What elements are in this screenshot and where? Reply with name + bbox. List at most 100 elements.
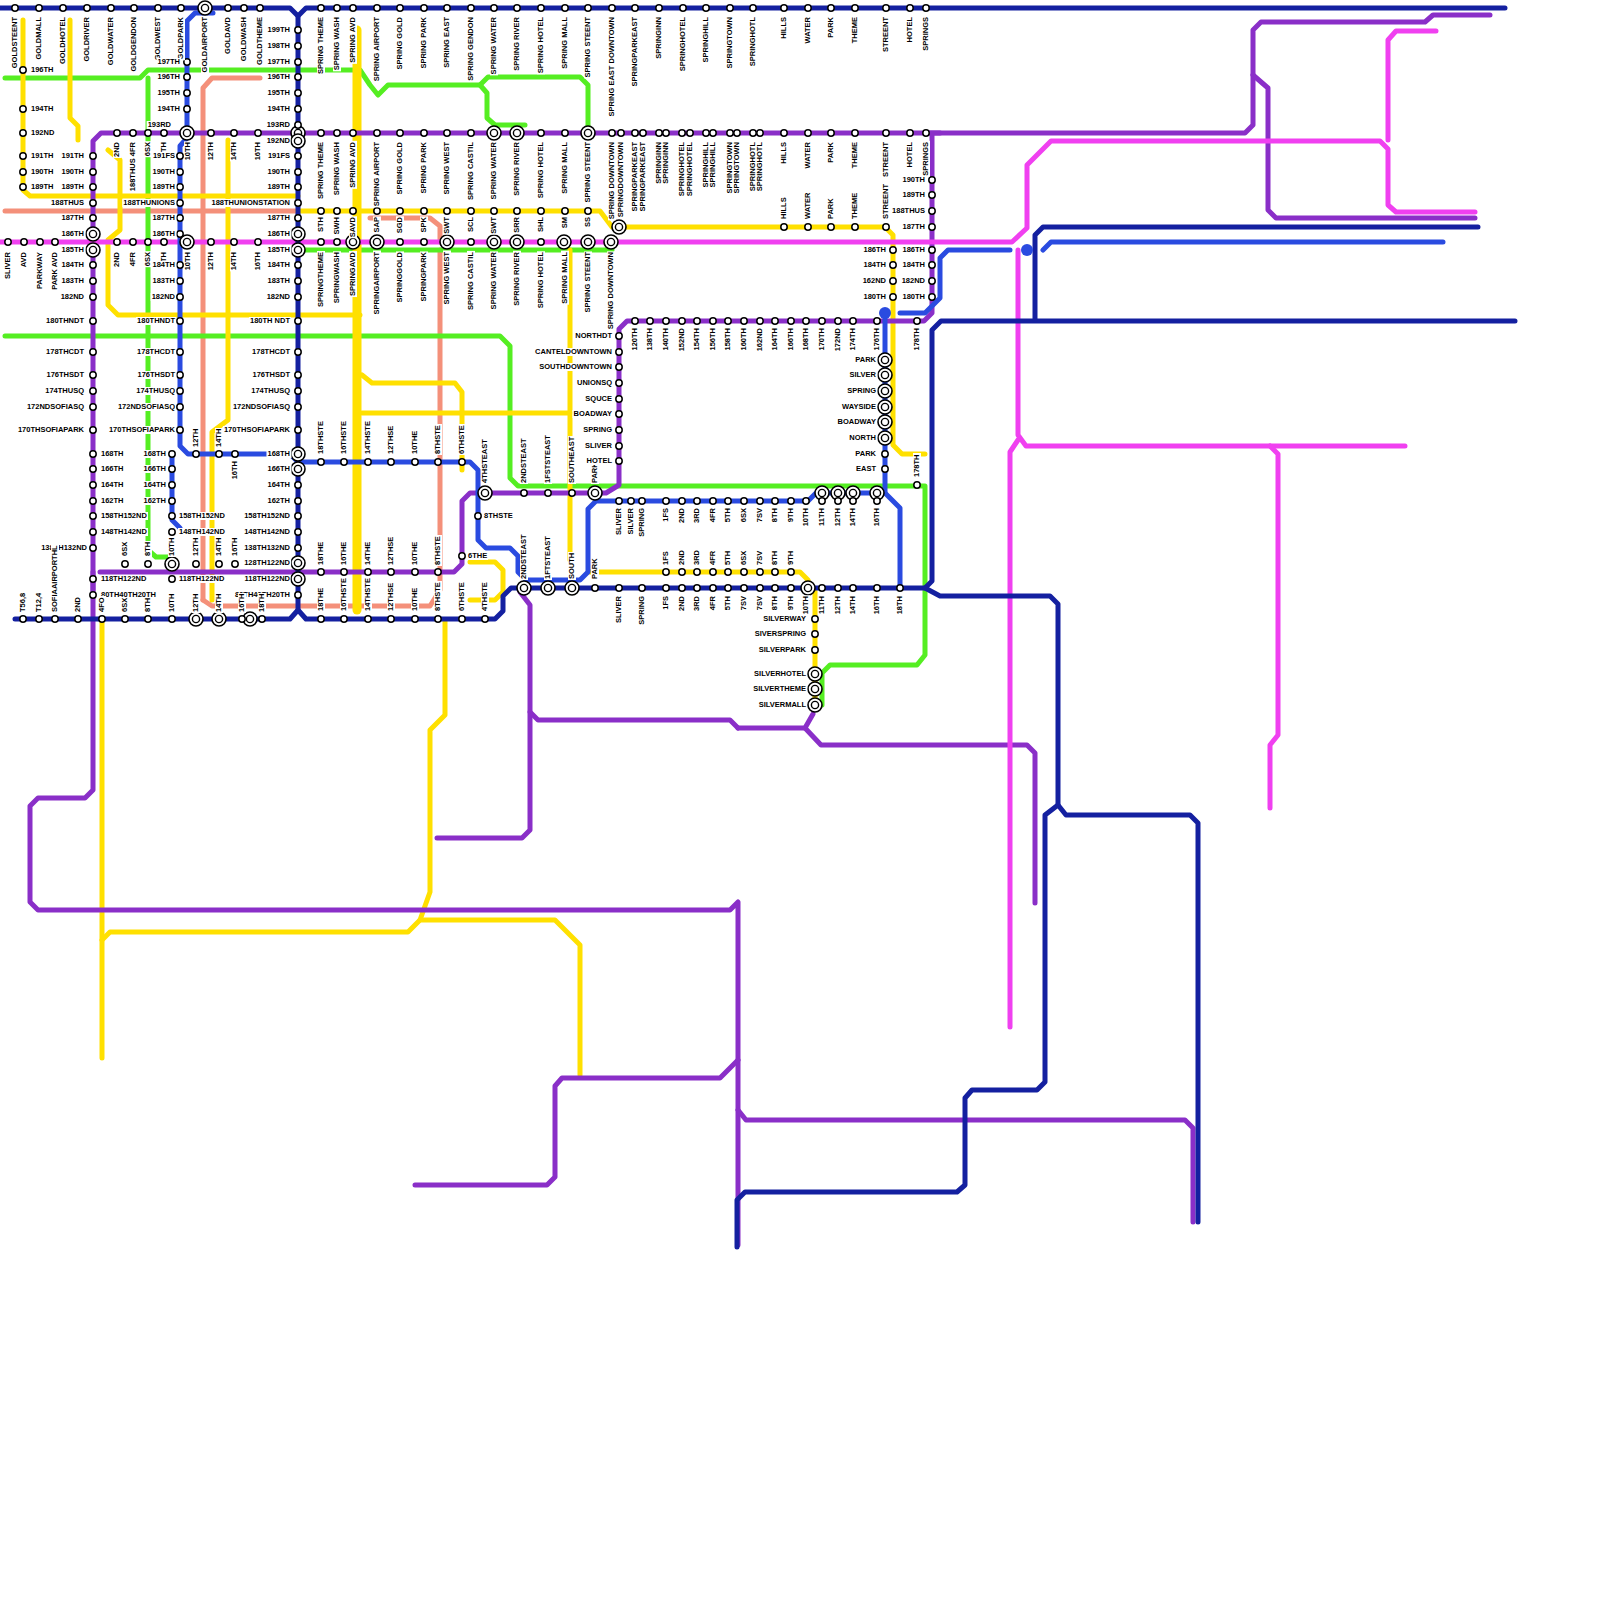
station-dot (90, 372, 96, 378)
station-dot (616, 333, 622, 339)
station-label: SPRING HOTEL (537, 16, 545, 74)
station-dot (90, 184, 96, 190)
station-label: 164TH (100, 481, 125, 489)
station-label: 158TH152ND (100, 512, 148, 520)
station-dot (36, 616, 42, 622)
station-label: SWT (490, 216, 498, 235)
station-label: 186TH (151, 230, 176, 238)
station-dot (318, 130, 324, 136)
station-label: 14TH (215, 428, 223, 448)
station-label: 12TH (207, 251, 215, 271)
station-dot (177, 404, 183, 410)
station-dot (538, 239, 544, 245)
station-label: CANTELDOWNTOWN (534, 348, 613, 356)
station-dot (177, 349, 183, 355)
station-label: 174TH (849, 327, 857, 352)
station-dot (757, 569, 763, 575)
station-label: 7SV (740, 595, 748, 611)
station-dot (231, 130, 237, 136)
station-dot (757, 318, 763, 324)
station-label: SPRINGS (922, 141, 930, 177)
station-label: 154TH (693, 327, 701, 352)
interchange-marker (291, 227, 305, 241)
station-label: SILVERMALL (758, 701, 807, 709)
station-label: SPRING THEME (317, 16, 325, 75)
station-label: SPRING EAST DOWNTOWN (608, 16, 616, 117)
station-dot (37, 239, 43, 245)
station-label: 199TH (266, 26, 291, 34)
station-dot (874, 585, 880, 591)
station-label: 156TH (709, 327, 717, 352)
station-label: 8THSTE (434, 424, 442, 455)
station-dot (131, 5, 137, 11)
interchange-marker (189, 612, 203, 626)
station-dot (562, 208, 568, 214)
station-label: HILLS (780, 196, 788, 220)
interchange-marker (541, 581, 555, 595)
station-label: 5TH (724, 507, 732, 523)
station-label: 166TH (266, 465, 291, 473)
station-dot (741, 498, 747, 504)
station-dot (710, 569, 716, 575)
station-label: 178THCDT (45, 348, 85, 356)
station-dot (90, 200, 96, 206)
station-dot (538, 5, 544, 11)
station-label: GOLDAVD (224, 16, 232, 55)
transit-line (415, 1060, 738, 1185)
station-label: 164TH (142, 481, 167, 489)
station-label: 184TH (901, 261, 926, 269)
station-dot (208, 130, 214, 136)
yellow-line-group (23, 20, 925, 1075)
station-label: 184TH (862, 261, 887, 269)
station-dot (628, 498, 634, 504)
transit-line (203, 250, 440, 606)
junction-dot (1021, 244, 1033, 256)
station-dot (177, 388, 183, 394)
station-label: 191TH (30, 152, 55, 160)
station-label: 2ND (113, 251, 121, 268)
station-label: SPRING RIVER (513, 16, 521, 72)
station-label: 7SV (756, 550, 764, 566)
station-label: 14TH (230, 251, 238, 271)
station-label: 5TH (724, 595, 732, 611)
station-label: 6THE (467, 552, 488, 560)
station-label: 172ND (834, 327, 842, 352)
station-dot (632, 318, 638, 324)
transit-line (102, 920, 580, 1075)
station-label: SPRING WASH (333, 141, 341, 196)
station-dot (616, 585, 622, 591)
station-dot (679, 569, 685, 575)
station-label: SPRINGTOWN (726, 16, 734, 70)
station-label: 4FO (98, 596, 106, 613)
station-label: SPRINGHILL (709, 141, 717, 188)
station-label: GOLDTHEME (256, 16, 264, 66)
station-dot (679, 130, 685, 136)
station-label: 172NDSOFIASQ (232, 403, 291, 411)
green-line-group (5, 70, 925, 705)
station-dot (679, 585, 685, 591)
station-label: 6SX (144, 141, 152, 157)
station-label: 193RD (147, 121, 172, 129)
station-label: SPRING MALL (561, 251, 569, 305)
station-dot (632, 5, 638, 11)
station-dot (812, 647, 818, 653)
station-dot (656, 130, 662, 136)
station-dot (295, 278, 301, 284)
station-label: 14THSTE (364, 420, 372, 455)
station-dot (108, 5, 114, 11)
station-label: SPRINGHOTEL (679, 16, 687, 72)
station-label: 3RD (693, 549, 701, 566)
station-dot (388, 459, 394, 465)
station-dot (444, 208, 450, 214)
station-dot (295, 215, 301, 221)
interchange-marker (165, 557, 179, 571)
station-label: 182ND (60, 293, 85, 301)
station-dot (350, 5, 356, 11)
station-label: 8TH (771, 507, 779, 523)
interchange-marker (808, 682, 822, 696)
station-dot (177, 427, 183, 433)
interchange-marker (291, 447, 305, 461)
station-label: 1FS (662, 550, 670, 566)
station-dot (75, 616, 81, 622)
station-label: STREENT (882, 183, 890, 220)
